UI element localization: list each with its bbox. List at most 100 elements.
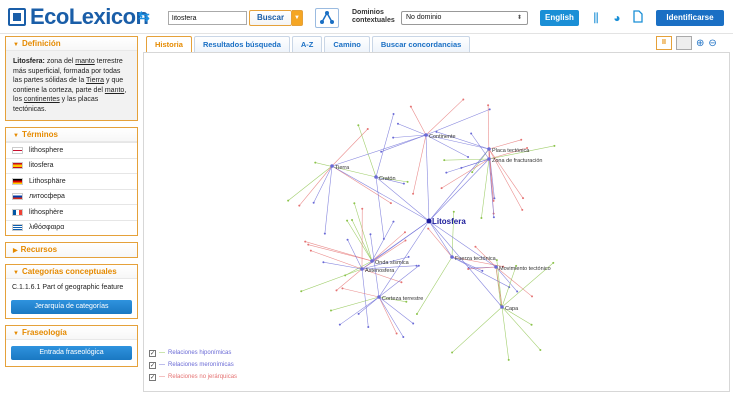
graph-leaf-node[interactable] bbox=[435, 130, 438, 133]
graph-hub-node[interactable] bbox=[377, 295, 381, 299]
graph-leaf-node[interactable] bbox=[335, 289, 338, 292]
graph-leaf-node[interactable] bbox=[309, 249, 312, 252]
graph-hub-node[interactable] bbox=[360, 267, 364, 271]
graph-leaf-node[interactable] bbox=[404, 239, 407, 242]
graph-leaf-node[interactable] bbox=[502, 265, 505, 268]
graph-leaf-node[interactable] bbox=[492, 216, 495, 219]
graph-leaf-node[interactable] bbox=[520, 138, 523, 141]
login-button[interactable]: Identificarse bbox=[656, 10, 724, 26]
graph-leaf-node[interactable] bbox=[392, 113, 395, 116]
graph-leaf-node[interactable] bbox=[403, 231, 406, 234]
graph-leaf-node[interactable] bbox=[415, 312, 418, 315]
graph-leaf-node[interactable] bbox=[467, 155, 470, 158]
graph-node-label[interactable]: Zona de fracturación bbox=[492, 158, 542, 164]
term-item-fr[interactable]: lithosphère bbox=[6, 204, 137, 220]
categorias-header[interactable]: ▼Categorías conceptuales bbox=[6, 265, 137, 279]
graph-leaf-node[interactable] bbox=[492, 199, 495, 202]
arrows-icon[interactable]: ⇆ bbox=[138, 8, 150, 24]
graph-leaf-node[interactable] bbox=[322, 261, 325, 264]
checkbox-icon[interactable]: ✓ bbox=[149, 361, 156, 369]
graph-leaf-node[interactable] bbox=[407, 255, 410, 258]
zoom-out-icon[interactable]: ⊖ bbox=[708, 37, 717, 49]
graph-node-label[interactable]: Movimiento tectónico bbox=[499, 266, 551, 272]
graph-node-label[interactable]: Tierra bbox=[335, 165, 350, 171]
term-item-de[interactable]: Lithosphäre bbox=[6, 173, 137, 189]
graph-leaf-node[interactable] bbox=[521, 208, 524, 211]
checkbox-icon[interactable]: ✓ bbox=[149, 349, 156, 357]
graph-leaf-node[interactable] bbox=[495, 259, 498, 262]
graph-leaf-node[interactable] bbox=[516, 290, 519, 293]
graph-leaf-node[interactable] bbox=[415, 264, 418, 267]
graph-leaf-node[interactable] bbox=[417, 264, 420, 267]
graph-leaf-node[interactable] bbox=[539, 348, 542, 351]
legend-non-hierarchical[interactable]: ✓—Relaciones no jerárquicas bbox=[149, 371, 237, 383]
graph-leaf-node[interactable] bbox=[452, 210, 455, 213]
graph-leaf-node[interactable] bbox=[338, 323, 341, 326]
graph-leaf-node[interactable] bbox=[553, 144, 556, 147]
graph-hub-node[interactable] bbox=[487, 147, 491, 151]
graph-node-label[interactable]: Corteza terrestre bbox=[382, 296, 423, 302]
tab-a-z[interactable]: A-Z bbox=[291, 36, 323, 52]
graph-node-label[interactable]: Cratón bbox=[379, 176, 396, 182]
graph-leaf-node[interactable] bbox=[488, 108, 491, 111]
tab-resultados[interactable]: Resultados búsqueda bbox=[193, 36, 290, 52]
graph-hub-node[interactable] bbox=[424, 133, 428, 137]
legend-meronymic[interactable]: ✓—Relaciones meronímicas bbox=[149, 359, 237, 371]
definition-link-continentes[interactable]: continentes bbox=[23, 96, 60, 103]
legend-hyponymic[interactable]: ✓—Relaciones hiponímicas bbox=[149, 347, 237, 359]
graph-leaf-node[interactable] bbox=[440, 187, 443, 190]
fraseologia-header[interactable]: ▼Fraseología bbox=[6, 326, 137, 340]
graph-leaf-node[interactable] bbox=[481, 269, 484, 272]
search-input[interactable] bbox=[168, 11, 247, 25]
graph-leaf-node[interactable] bbox=[351, 218, 354, 221]
graph-leaf-node[interactable] bbox=[530, 323, 533, 326]
graph-leaf-node[interactable] bbox=[487, 104, 490, 107]
graph-leaf-node[interactable] bbox=[474, 245, 477, 248]
term-item-el[interactable]: λιθόσφαιρα bbox=[6, 219, 137, 236]
graph-leaf-node[interactable] bbox=[402, 182, 405, 185]
definition-link-manto[interactable]: manto bbox=[75, 58, 95, 65]
graph-leaf-node[interactable] bbox=[341, 287, 344, 290]
graph-leaf-node[interactable] bbox=[396, 122, 399, 125]
graph-leaf-node[interactable] bbox=[361, 207, 364, 210]
definition-link-tierra[interactable]: Tierra bbox=[86, 77, 105, 84]
graph-hub-node[interactable] bbox=[370, 259, 374, 263]
graph-node-label[interactable]: Fuerza tectónica bbox=[455, 256, 497, 262]
document-icon[interactable] bbox=[630, 10, 646, 26]
term-item-en[interactable]: lithosphere bbox=[6, 142, 137, 158]
image-export-icon[interactable] bbox=[676, 36, 692, 50]
graph-leaf-node[interactable] bbox=[366, 128, 369, 131]
term-item-es[interactable]: litosfera bbox=[6, 157, 137, 174]
graph-leaf-node[interactable] bbox=[480, 217, 483, 220]
graph-leaf-node[interactable] bbox=[312, 201, 315, 204]
category-hierarchy-button[interactable]: Jerarquía de categorías bbox=[11, 300, 132, 314]
graph-leaf-node[interactable] bbox=[443, 159, 446, 162]
graph-leaf-node[interactable] bbox=[369, 233, 372, 236]
graph-leaf-node[interactable] bbox=[395, 332, 398, 335]
graph-hub-node[interactable] bbox=[494, 265, 498, 269]
graph-leaf-node[interactable] bbox=[357, 124, 360, 127]
graph-leaf-node[interactable] bbox=[367, 325, 370, 328]
graph-leaf-node[interactable] bbox=[412, 192, 415, 195]
graph-leaf-node[interactable] bbox=[507, 358, 510, 361]
graph-leaf-node[interactable] bbox=[531, 295, 534, 298]
graph-node-label[interactable]: Capa bbox=[505, 306, 519, 312]
graph-leaf-node[interactable] bbox=[409, 105, 412, 108]
graph-hub-node[interactable] bbox=[374, 175, 378, 179]
logo[interactable]: EcoLexicon bbox=[8, 6, 149, 28]
graph-leaf-node[interactable] bbox=[389, 202, 392, 205]
graph-leaf-node[interactable] bbox=[346, 219, 349, 222]
pie-icon[interactable]: ◕ bbox=[613, 11, 621, 25]
graph-leaf-node[interactable] bbox=[298, 204, 301, 207]
phraseology-entry-button[interactable]: Entrada fraseológica bbox=[11, 346, 132, 360]
graph-leaf-node[interactable] bbox=[392, 220, 395, 223]
graph-leaf-node[interactable] bbox=[471, 171, 474, 174]
graph-leaf-node[interactable] bbox=[405, 300, 408, 303]
graph-node-label[interactable]: Onda sísmica bbox=[375, 260, 410, 266]
graph-node-label[interactable]: Litosfera bbox=[432, 217, 466, 226]
tab-camino[interactable]: Camino bbox=[324, 36, 370, 52]
graph-leaf-node[interactable] bbox=[357, 312, 360, 315]
search-dropdown-button[interactable]: ▼ bbox=[292, 10, 303, 26]
checkbox-icon[interactable]: ✓ bbox=[149, 373, 156, 381]
